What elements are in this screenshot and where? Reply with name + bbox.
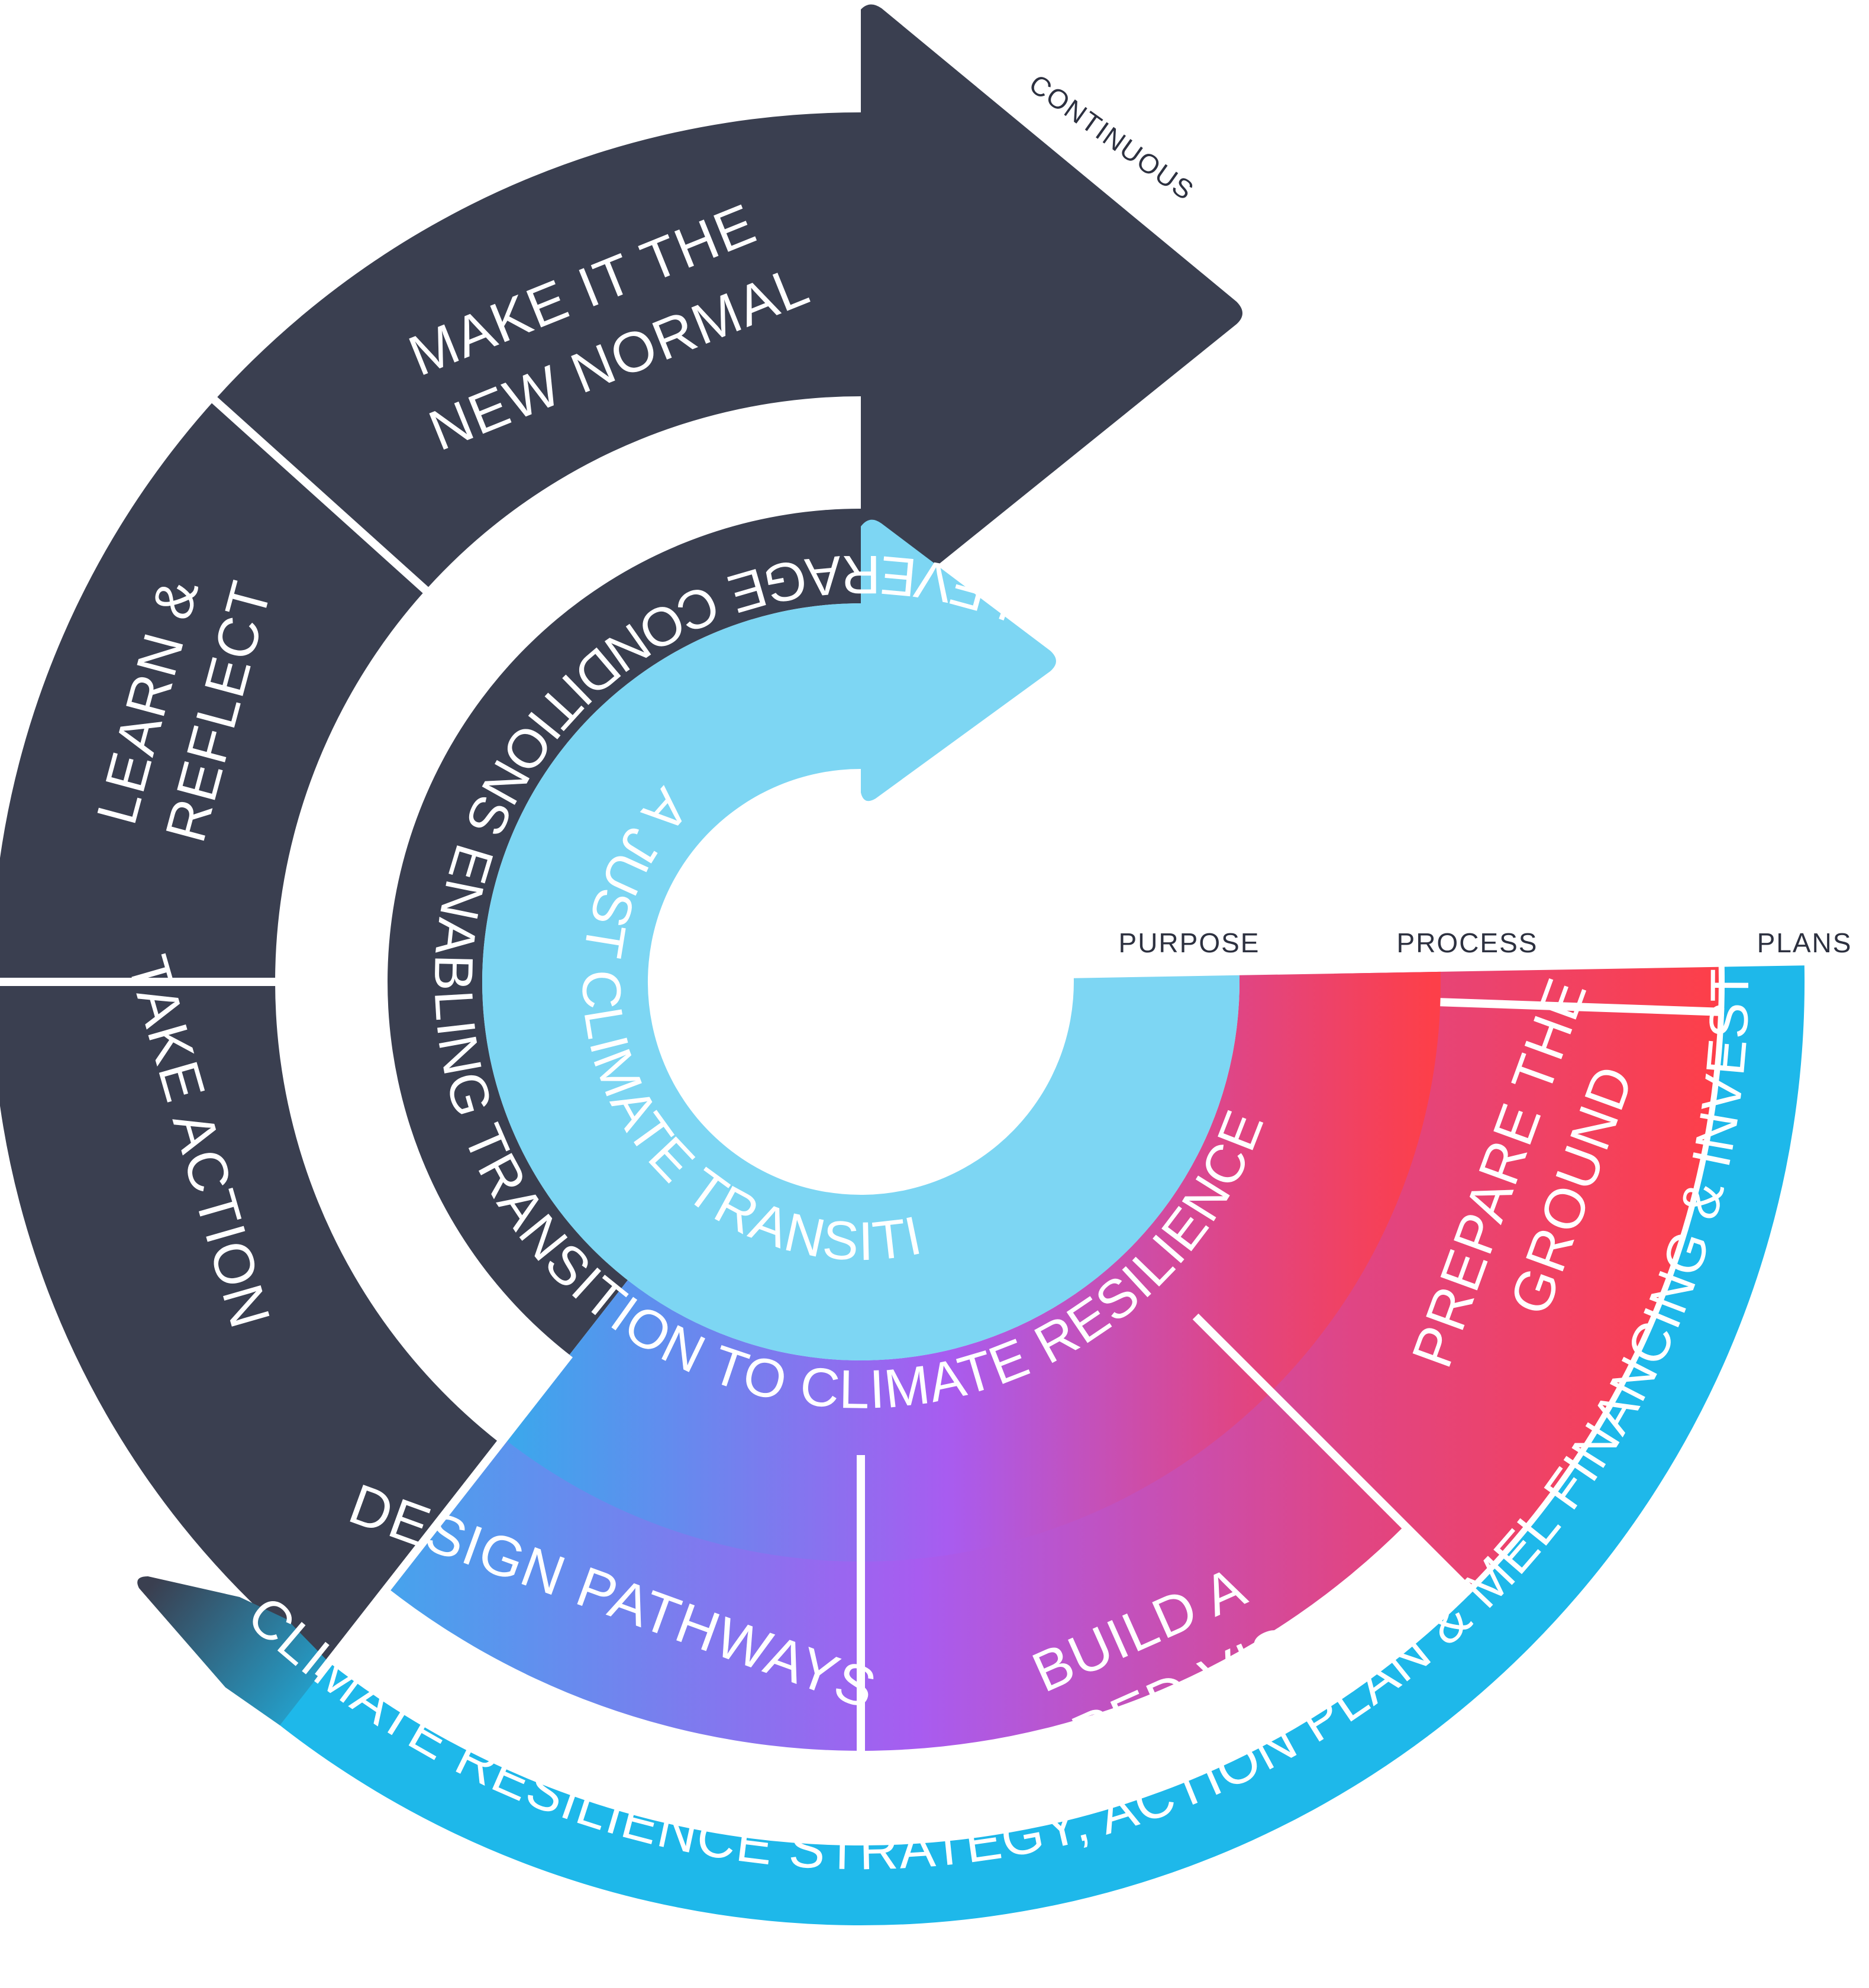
plans-ring bbox=[229, 965, 1805, 1926]
process-legend-label: PROCESS bbox=[1397, 927, 1538, 958]
divider-line bbox=[315, 1352, 573, 1679]
enabling-conditions-ring bbox=[388, 509, 861, 1355]
plans-arrow-head bbox=[137, 1576, 330, 1725]
purpose-arrow bbox=[482, 519, 1239, 1360]
purpose-legend-label: PURPOSE bbox=[1119, 927, 1260, 958]
plans-legend-label: PLANS bbox=[1757, 927, 1852, 958]
divider-line bbox=[207, 393, 433, 597]
enabling-conditions-gradient-part bbox=[503, 971, 1441, 1562]
segment-dividers bbox=[0, 393, 1725, 1751]
outer-cycle-arrow bbox=[0, 4, 1242, 1667]
divider-line bbox=[1192, 1313, 1475, 1596]
divider-line bbox=[1440, 998, 1725, 1016]
